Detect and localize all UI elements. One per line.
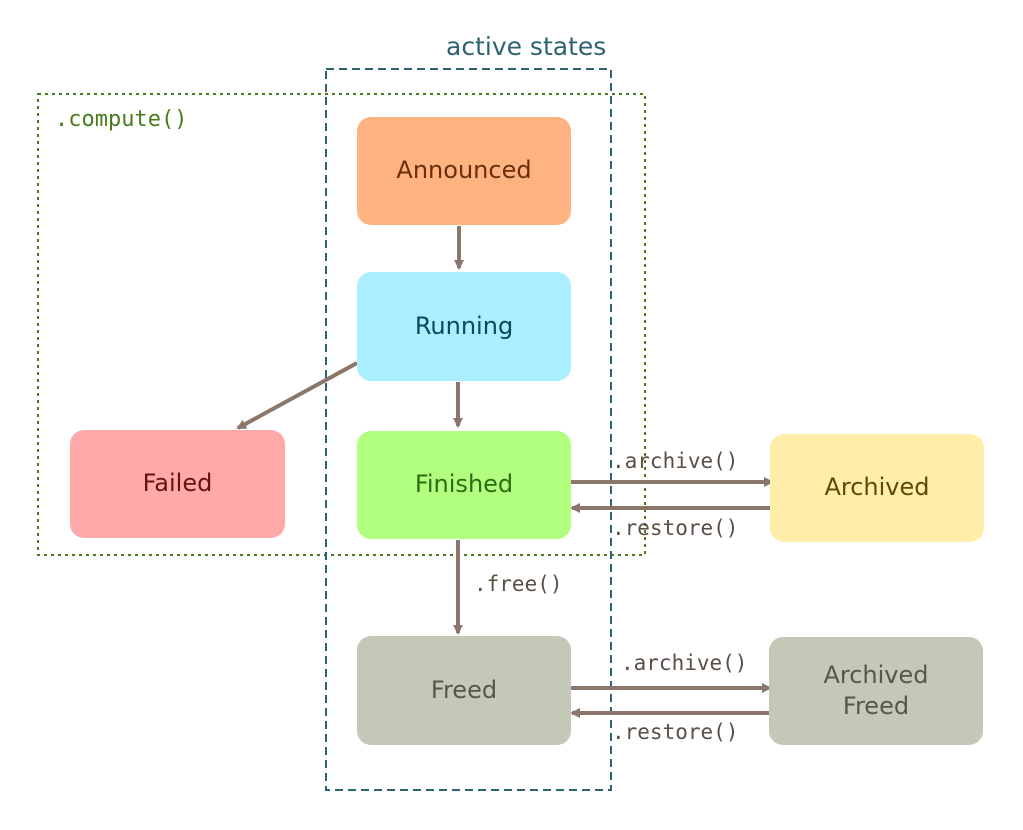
edge-label-freed-restore: .restore()	[612, 720, 739, 744]
edge-label-freed-archive: .archive()	[621, 651, 748, 675]
edge-label-free: .free()	[474, 572, 563, 596]
state-archived-label: Archived	[824, 473, 930, 502]
active-states-region-border	[325, 68, 612, 791]
state-announced-label: Announced	[396, 156, 532, 185]
compute-label: .compute()	[55, 107, 188, 132]
state-failed-label: Failed	[142, 469, 213, 498]
edge-label-finished-restore: .restore()	[612, 516, 739, 540]
state-running-label: Running	[414, 311, 514, 340]
compute-region-border	[37, 93, 646, 556]
state-archived-freed-label: Archived Freed	[823, 660, 929, 720]
state-archived: Archived	[770, 434, 984, 542]
state-failed: Failed	[70, 430, 285, 538]
state-running: Running	[357, 272, 571, 381]
state-archived-freed: Archived Freed	[769, 637, 983, 745]
state-announced: Announced	[357, 117, 571, 225]
state-finished-label: Finished	[414, 470, 514, 499]
edge-label-finished-archive: .archive()	[612, 449, 739, 473]
edge-running-failed	[236, 361, 358, 430]
active-states-label: active states	[446, 32, 607, 61]
state-finished: Finished	[357, 431, 571, 539]
state-freed: Freed	[357, 636, 571, 745]
state-freed-label: Freed	[430, 675, 498, 704]
